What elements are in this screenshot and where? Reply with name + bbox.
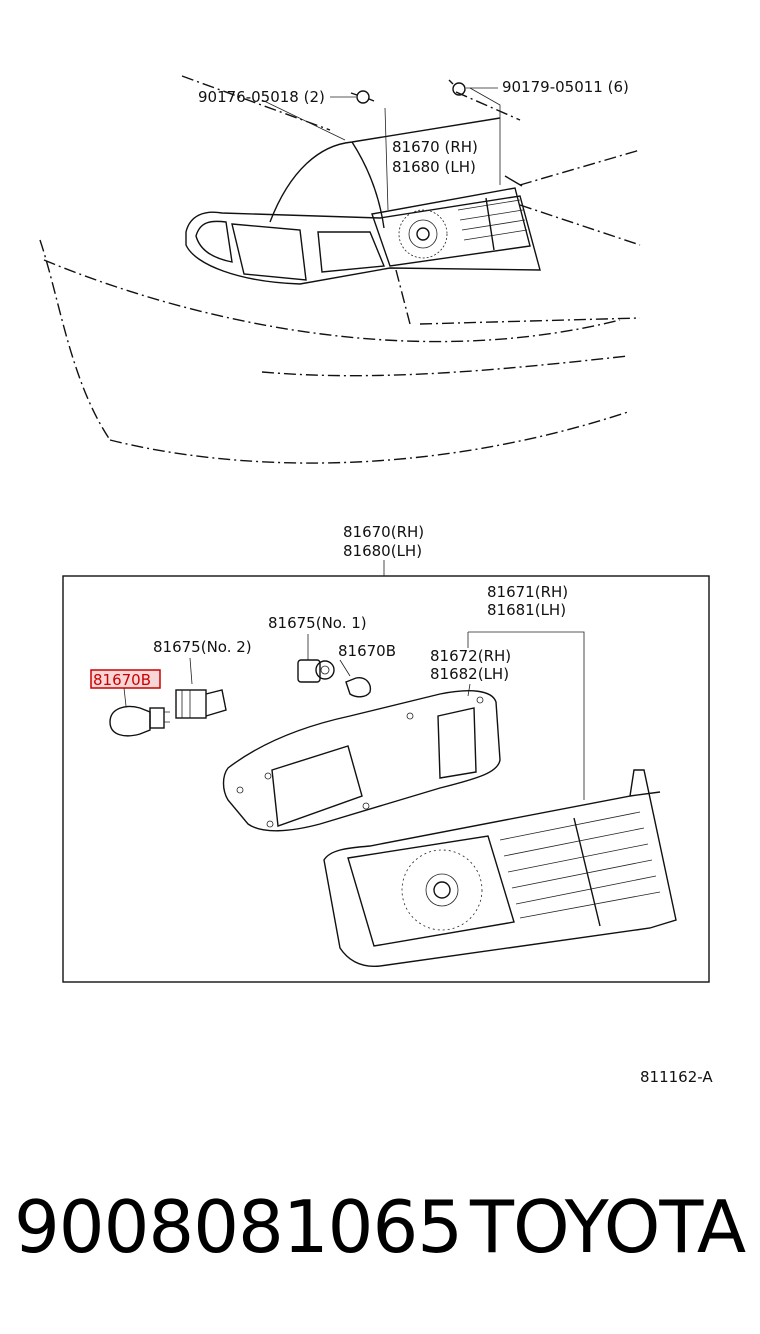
- label-assy-rh: 81670(RH): [343, 523, 424, 541]
- small-bulb-icon: [345, 677, 372, 698]
- car-rear-illustration: [39, 75, 641, 464]
- brand-name: TOYOTA: [470, 1185, 746, 1269]
- label-bulb-small: 81670B: [338, 642, 396, 660]
- label-housing-lh: 81682(LH): [430, 665, 509, 683]
- label-housing-rh: 81672(RH): [430, 647, 511, 665]
- label-socket-no2: 81675(No. 2): [153, 638, 252, 656]
- highlight-box: [90, 669, 161, 689]
- label-lens-lh: 81681(LH): [487, 601, 566, 619]
- part-number: 9008081065: [14, 1185, 463, 1269]
- bolt-left-icon: [350, 90, 375, 104]
- figure-code: 811162-A: [640, 1068, 713, 1086]
- socket-no2-icon: [175, 689, 227, 719]
- label-bolt-left: 90176-05018 (2): [198, 88, 325, 106]
- wedge-bulb-icon: [109, 705, 170, 737]
- lamp-lens-icon: [323, 769, 677, 967]
- label-bolt-right: 90179-05011 (6): [502, 78, 629, 96]
- footer-caption: 9008081065 TOYOTA: [0, 1185, 760, 1295]
- bolt-right-icon: [448, 79, 466, 96]
- label-lens-rh: 81671(RH): [487, 583, 568, 601]
- label-socket-no1: 81675(No. 1): [268, 614, 367, 632]
- socket-no1-icon: [297, 659, 335, 683]
- label-bulb-highlighted[interactable]: 81670B: [93, 671, 151, 689]
- label-lamp-rh: 81670 (RH): [392, 138, 478, 156]
- lamp-housing-icon: [222, 690, 501, 832]
- label-lamp-lh: 81680 (LH): [392, 158, 476, 176]
- detail-frame: [62, 575, 710, 983]
- label-assy-lh: 81680(LH): [343, 542, 422, 560]
